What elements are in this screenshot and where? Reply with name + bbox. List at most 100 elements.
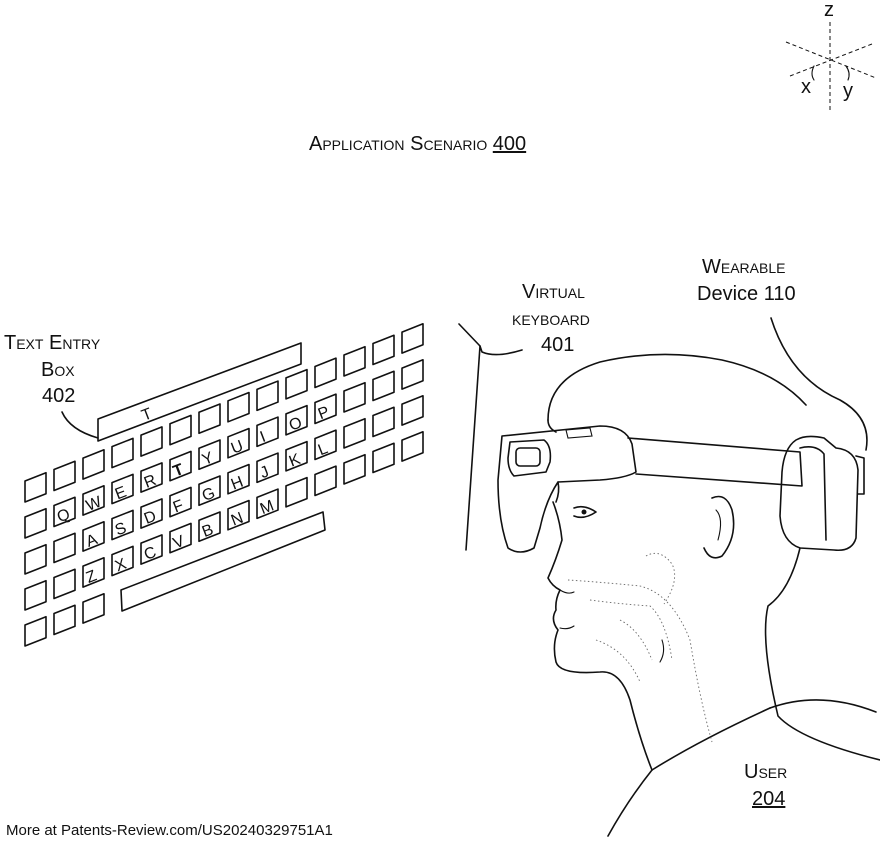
keyboard-key[interactable]: [24, 543, 47, 575]
headset-visor[interactable]: [497, 425, 637, 553]
keyboard-key[interactable]: [140, 498, 163, 529]
keyboard-key[interactable]: [53, 604, 76, 636]
label-text-entry-number: 402: [42, 385, 75, 407]
keyboard-key[interactable]: [111, 509, 134, 541]
keyboard-key[interactable]: [82, 520, 105, 552]
figure-title-text: Application Scenario: [309, 133, 493, 155]
keyboard-key[interactable]: [169, 414, 192, 446]
keyboard-key[interactable]: [198, 403, 221, 435]
keyboard-key[interactable]: [401, 322, 424, 354]
text-entry-value: T: [139, 405, 154, 424]
user-figure: [497, 353, 880, 837]
keyboard-key[interactable]: [24, 615, 47, 647]
keyboard-key[interactable]: [53, 460, 76, 492]
keyboard-key[interactable]: [372, 442, 395, 474]
keyboard-key[interactable]: [343, 381, 366, 413]
keyboard-key[interactable]: [24, 579, 47, 611]
keyboard-key[interactable]: [169, 486, 192, 518]
keyboard-key[interactable]: [227, 463, 250, 495]
keyboard-key-label: S: [113, 520, 129, 540]
keyboard-key-label: D: [142, 508, 159, 528]
keyboard-key-label: I: [258, 429, 268, 446]
keyboard-key[interactable]: [140, 534, 163, 565]
keyboard-key[interactable]: [82, 556, 105, 588]
keyboard-key[interactable]: [256, 488, 279, 520]
keyboard-key-label: N: [229, 510, 246, 530]
keyboard-key-label: T: [171, 461, 186, 480]
text-entry-box[interactable]: [97, 342, 302, 442]
keyboard-key[interactable]: [285, 476, 308, 508]
keyboard-key[interactable]: [372, 334, 395, 366]
keyboard-key[interactable]: [285, 440, 308, 472]
keyboard-key[interactable]: [82, 484, 105, 516]
keyboard-key-label: H: [229, 474, 246, 494]
keyboard-key-label: A: [84, 531, 100, 551]
keyboard-key[interactable]: [227, 391, 250, 423]
keyboard-key[interactable]: [256, 380, 279, 412]
axis-x-label: x: [801, 76, 811, 98]
keyboard-key[interactable]: [314, 465, 337, 497]
keyboard-key[interactable]: [53, 532, 76, 564]
keyboard-key[interactable]: [227, 427, 250, 459]
keyboard-key-grid: [24, 322, 424, 647]
keyboard-key-label: R: [142, 472, 159, 492]
keyboard-key-label: L: [316, 440, 330, 459]
keyboard-key[interactable]: [372, 406, 395, 438]
keyboard-space-bar[interactable]: [120, 511, 326, 612]
keyboard-key[interactable]: [198, 511, 221, 543]
keyboard-key[interactable]: [169, 450, 192, 482]
keyboard-key-label: Q: [55, 506, 73, 526]
keyboard-key[interactable]: [314, 393, 337, 425]
keyboard-key[interactable]: [256, 452, 279, 484]
keyboard-key-label: V: [171, 533, 187, 553]
keyboard-key[interactable]: [169, 522, 192, 554]
keyboard-key-label: U: [229, 438, 246, 458]
keyboard-key-label: P: [316, 403, 332, 423]
keyboard-key[interactable]: [82, 448, 105, 480]
keyboard-key[interactable]: [198, 439, 221, 471]
label-user-number: 204: [752, 788, 785, 810]
keyboard-key[interactable]: [53, 496, 76, 528]
keyboard-key[interactable]: [401, 394, 424, 426]
keyboard-key[interactable]: [111, 473, 134, 505]
keyboard-key[interactable]: [343, 453, 366, 485]
source-footer: More at Patents-Review.com/US20240329751…: [6, 822, 333, 839]
keyboard-key[interactable]: [140, 426, 163, 457]
label-text-entry-line2: Box: [41, 359, 75, 381]
label-text-entry-line1: Text Entry: [4, 332, 101, 354]
keyboard-key-label: C: [142, 544, 159, 564]
keyboard-key[interactable]: [256, 416, 279, 448]
keyboard-key-label: W: [84, 493, 105, 515]
keyboard-key[interactable]: [372, 370, 395, 402]
label-wearable-line2: Device 110: [697, 283, 796, 305]
keyboard-key[interactable]: [401, 358, 424, 390]
keyboard-key[interactable]: [53, 568, 76, 600]
keyboard-key-label: K: [287, 451, 303, 471]
keyboard-key[interactable]: [140, 462, 163, 493]
keyboard-key-label: Z: [84, 567, 99, 586]
keyboard-key[interactable]: [285, 368, 308, 400]
label-wearable-line1: Wearable: [702, 256, 785, 278]
keyboard-key[interactable]: [111, 545, 134, 577]
keyboard-key[interactable]: [343, 345, 366, 377]
keyboard-key-label: Y: [200, 449, 216, 469]
keyboard-key[interactable]: [285, 404, 308, 436]
keyboard-key[interactable]: [343, 417, 366, 449]
keyboard-key[interactable]: [198, 475, 221, 507]
label-text-entry-box: Text Entry Box 402: [4, 332, 101, 439]
label-virtual-keyboard: Virtual keyboard 401: [458, 281, 590, 551]
keyboard-key[interactable]: [314, 429, 337, 461]
keyboard-key[interactable]: [227, 499, 250, 531]
keyboard-key[interactable]: [24, 507, 47, 539]
keyboard-key[interactable]: [314, 357, 337, 389]
keyboard-key-label: O: [287, 414, 305, 434]
keyboard-key[interactable]: [24, 471, 47, 503]
keyboard-key-label: E: [113, 484, 129, 504]
keyboard-key[interactable]: [82, 592, 105, 624]
keyboard-key[interactable]: [401, 430, 424, 462]
label-user-line1: User: [744, 761, 787, 783]
keyboard-key[interactable]: [111, 437, 134, 469]
